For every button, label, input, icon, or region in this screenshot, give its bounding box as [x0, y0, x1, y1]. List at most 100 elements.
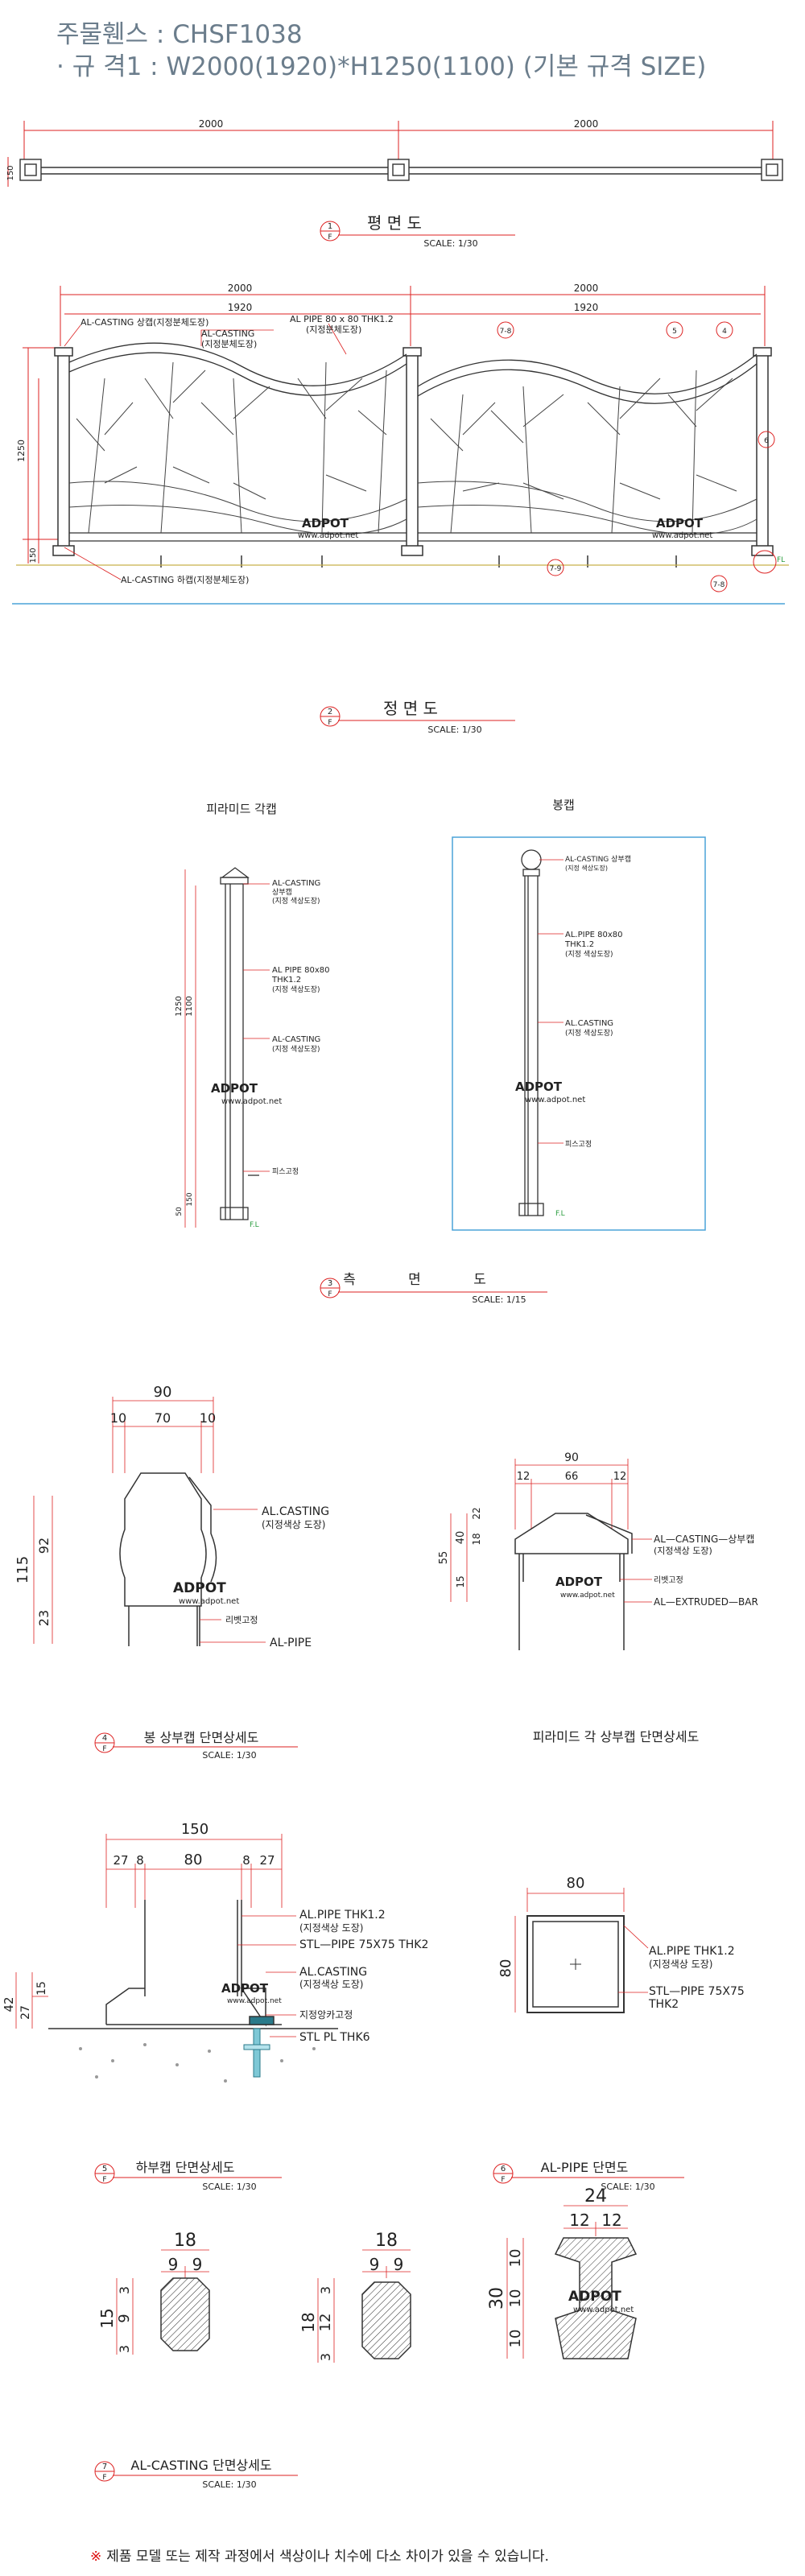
d6-w80: 80 — [567, 1875, 585, 1892]
d4-w90: 90 — [154, 1384, 172, 1401]
svg-text:4: 4 — [102, 1734, 107, 1743]
side-label: 3 F 측 면 도 SCALE: 1/15 — [320, 1272, 547, 1305]
svg-text:상부캡: 상부캡 — [272, 887, 292, 897]
d5-h15: 15 — [35, 1981, 48, 1996]
front-fl: FL — [777, 556, 785, 564]
svg-text:THK1.2: THK1.2 — [271, 976, 301, 985]
d4-w70: 70 — [155, 1410, 171, 1426]
d5-w150: 150 — [181, 1821, 208, 1838]
svg-text:(지정색상 도장): (지정색상 도장) — [654, 1546, 712, 1556]
side-h-150: 150 — [186, 1192, 194, 1206]
d7b-h1: 3 — [318, 2286, 333, 2294]
svg-text:3: 3 — [328, 1279, 332, 1288]
d6-pipe: AL.PIPE THK1.2 — [649, 1945, 735, 1958]
svg-text:5: 5 — [102, 2165, 107, 2174]
p-anchor: 피스고정 — [272, 1167, 299, 1176]
watermark-url: www.adpot.net — [227, 1997, 282, 2005]
watermark-brand: ADPOT — [302, 516, 349, 530]
detail-al-pipe: 80 80 AL.PIPE THK1.2 (지정색상 도장) STL—PIPE … — [493, 1875, 745, 2192]
product-spec: · 규 격1 : W2000(1920)*H1250(1100) (기본 규격 … — [56, 52, 707, 81]
d4-pipe: AL-PIPE — [270, 1637, 312, 1649]
front-view: 2000 2000 1920 1920 1250 150 — [12, 283, 789, 735]
side-h-50: 50 — [175, 1207, 184, 1216]
svg-text:(지정 색상도장): (지정 색상도장) — [272, 1045, 320, 1054]
front-dim-1920-right: 1920 — [574, 302, 599, 313]
pyramid-cap-title: 피라미드 각캡 — [206, 802, 277, 816]
front-title: 정 면 도 — [383, 699, 438, 718]
svg-text:(지정색상 도장): (지정색상 도장) — [299, 1922, 363, 1934]
watermark-brand: ADPOT — [656, 516, 704, 530]
d5-h42: 42 — [2, 1996, 16, 2012]
svg-text:(지정색상 도장): (지정색상 도장) — [299, 1979, 363, 1990]
p-pipe: AL PIPE 80x80 — [272, 966, 329, 975]
d5-h27: 27 — [19, 2005, 32, 2020]
svg-text:(지정 색상도장): (지정 색상도장) — [272, 985, 320, 994]
d4-w10a: 10 — [110, 1410, 126, 1426]
side-h-1100: 1100 — [185, 996, 194, 1016]
dp-bar: AL—EXTRUDED—BAR — [654, 1596, 758, 1608]
d7-scale: SCALE: 1/30 — [202, 2479, 256, 2490]
svg-text:(지정 색상도장): (지정 색상도장) — [565, 950, 613, 959]
dp-h18: 18 — [471, 1533, 482, 1545]
d5-pipe: AL.PIPE THK1.2 — [299, 1909, 386, 1922]
watermark-brand: ADPOT — [555, 1575, 603, 1589]
p-casting2: AL-CASTING — [272, 1035, 320, 1044]
d7c-h2: 10 — [507, 2289, 524, 2308]
dp-w66: 66 — [565, 1471, 579, 1483]
plan-scale: SCALE: 1/30 — [423, 238, 477, 249]
svg-text:F: F — [328, 719, 332, 727]
front-dim-2000-left: 2000 — [228, 283, 253, 294]
d5-label: 5 F 하부캡 단면상세도 SCALE: 1/30 — [94, 2160, 282, 2192]
detail-pyramid-cap: 90 12 66 12 55 40 22 18 15 AL—CASTING—상부… — [438, 1451, 758, 1744]
callout-4: 4 — [722, 328, 727, 336]
svg-text:THK1.2: THK1.2 — [564, 940, 594, 949]
front-dim-1920-left: 1920 — [228, 302, 253, 313]
b-anchor: 피스고정 — [565, 1140, 592, 1149]
svg-text:(지정 색상도장): (지정 색상도장) — [565, 864, 608, 872]
d5-scale: SCALE: 1/30 — [202, 2182, 256, 2192]
d5-anchor: 지정앙카고정 — [299, 2009, 353, 2021]
d4-casting: AL.CASTING — [262, 1505, 329, 1518]
plan-label: 1 F 평 면 도 SCALE: 1/30 — [320, 213, 515, 249]
detail-casting-sections: 18 9 9 15 3 9 3 18 9 9 18 3 12 3 24 12 1… — [94, 2186, 638, 2490]
plan-title: 평 면 도 — [367, 213, 422, 233]
d5-w80: 80 — [184, 1852, 203, 1868]
svg-text:F.L: F.L — [555, 1210, 565, 1218]
footer-mark: ※ — [90, 2549, 102, 2565]
d5-w27b: 27 — [259, 1853, 275, 1868]
d5-pl: STL PL THK6 — [299, 2031, 370, 2044]
d4-h92: 92 — [36, 1538, 52, 1554]
d5-title: 하부캡 단면상세도 — [136, 2160, 235, 2175]
watermark-url: www.adpot.net — [179, 1597, 239, 1606]
front-label-casting-sub: (지정분체도장) — [201, 339, 257, 349]
watermark-brand: ADPOT — [568, 2289, 621, 2305]
side-view: 피라미드 각캡 봉캡 1250 1100 150 50 AL-CASTING 상… — [175, 798, 706, 1305]
d4-h23: 23 — [36, 1610, 52, 1626]
watermark-brand: ADPOT — [211, 1081, 258, 1096]
svg-text:1: 1 — [328, 222, 332, 231]
d7-title: AL-CASTING 단면상세도 — [130, 2458, 271, 2473]
d7a-w: 18 — [174, 2231, 196, 2251]
footer-note: ※제품 모델 또는 제작 과정에서 색상이나 치수에 다소 차이가 있을 수 있… — [90, 2545, 549, 2565]
d7c-h1: 10 — [507, 2249, 524, 2268]
d6-title: AL-PIPE 단면도 — [541, 2160, 629, 2175]
b-casting: AL-CASTING 상부캡 — [565, 854, 631, 864]
dp-rivet: 리벳고정 — [654, 1575, 683, 1585]
callout-7-9: 7-9 — [550, 565, 562, 573]
svg-text:THK2: THK2 — [648, 1998, 679, 2011]
d5-w8b: 8 — [242, 1853, 250, 1868]
detail-bottom-cap: 150 27 8 80 8 27 42 27 15 AL.PIPE THK1.2… — [2, 1821, 428, 2192]
d7c-w2: 12 — [601, 2211, 621, 2230]
dp-h55: 55 — [438, 1551, 450, 1565]
front-h-1250: 1250 — [16, 440, 27, 462]
front-label-casting: AL-CASTING — [201, 328, 254, 339]
front-label-bottom-cap: AL-CASTING 하캡(지정분체도장) — [121, 574, 249, 585]
svg-text:F: F — [102, 2474, 106, 2482]
dp-w12b: 12 — [613, 1471, 627, 1483]
ball-cap-title: 봉캡 — [552, 798, 575, 812]
d6-stl: STL—PIPE 75X75 — [649, 1985, 745, 1998]
d5-stl: STL—PIPE 75X75 THK2 — [299, 1938, 428, 1951]
dp-title: 피라미드 각 상부캡 단면상세도 — [533, 1729, 700, 1744]
svg-text:(지정 색상도장): (지정 색상도장) — [272, 897, 320, 906]
